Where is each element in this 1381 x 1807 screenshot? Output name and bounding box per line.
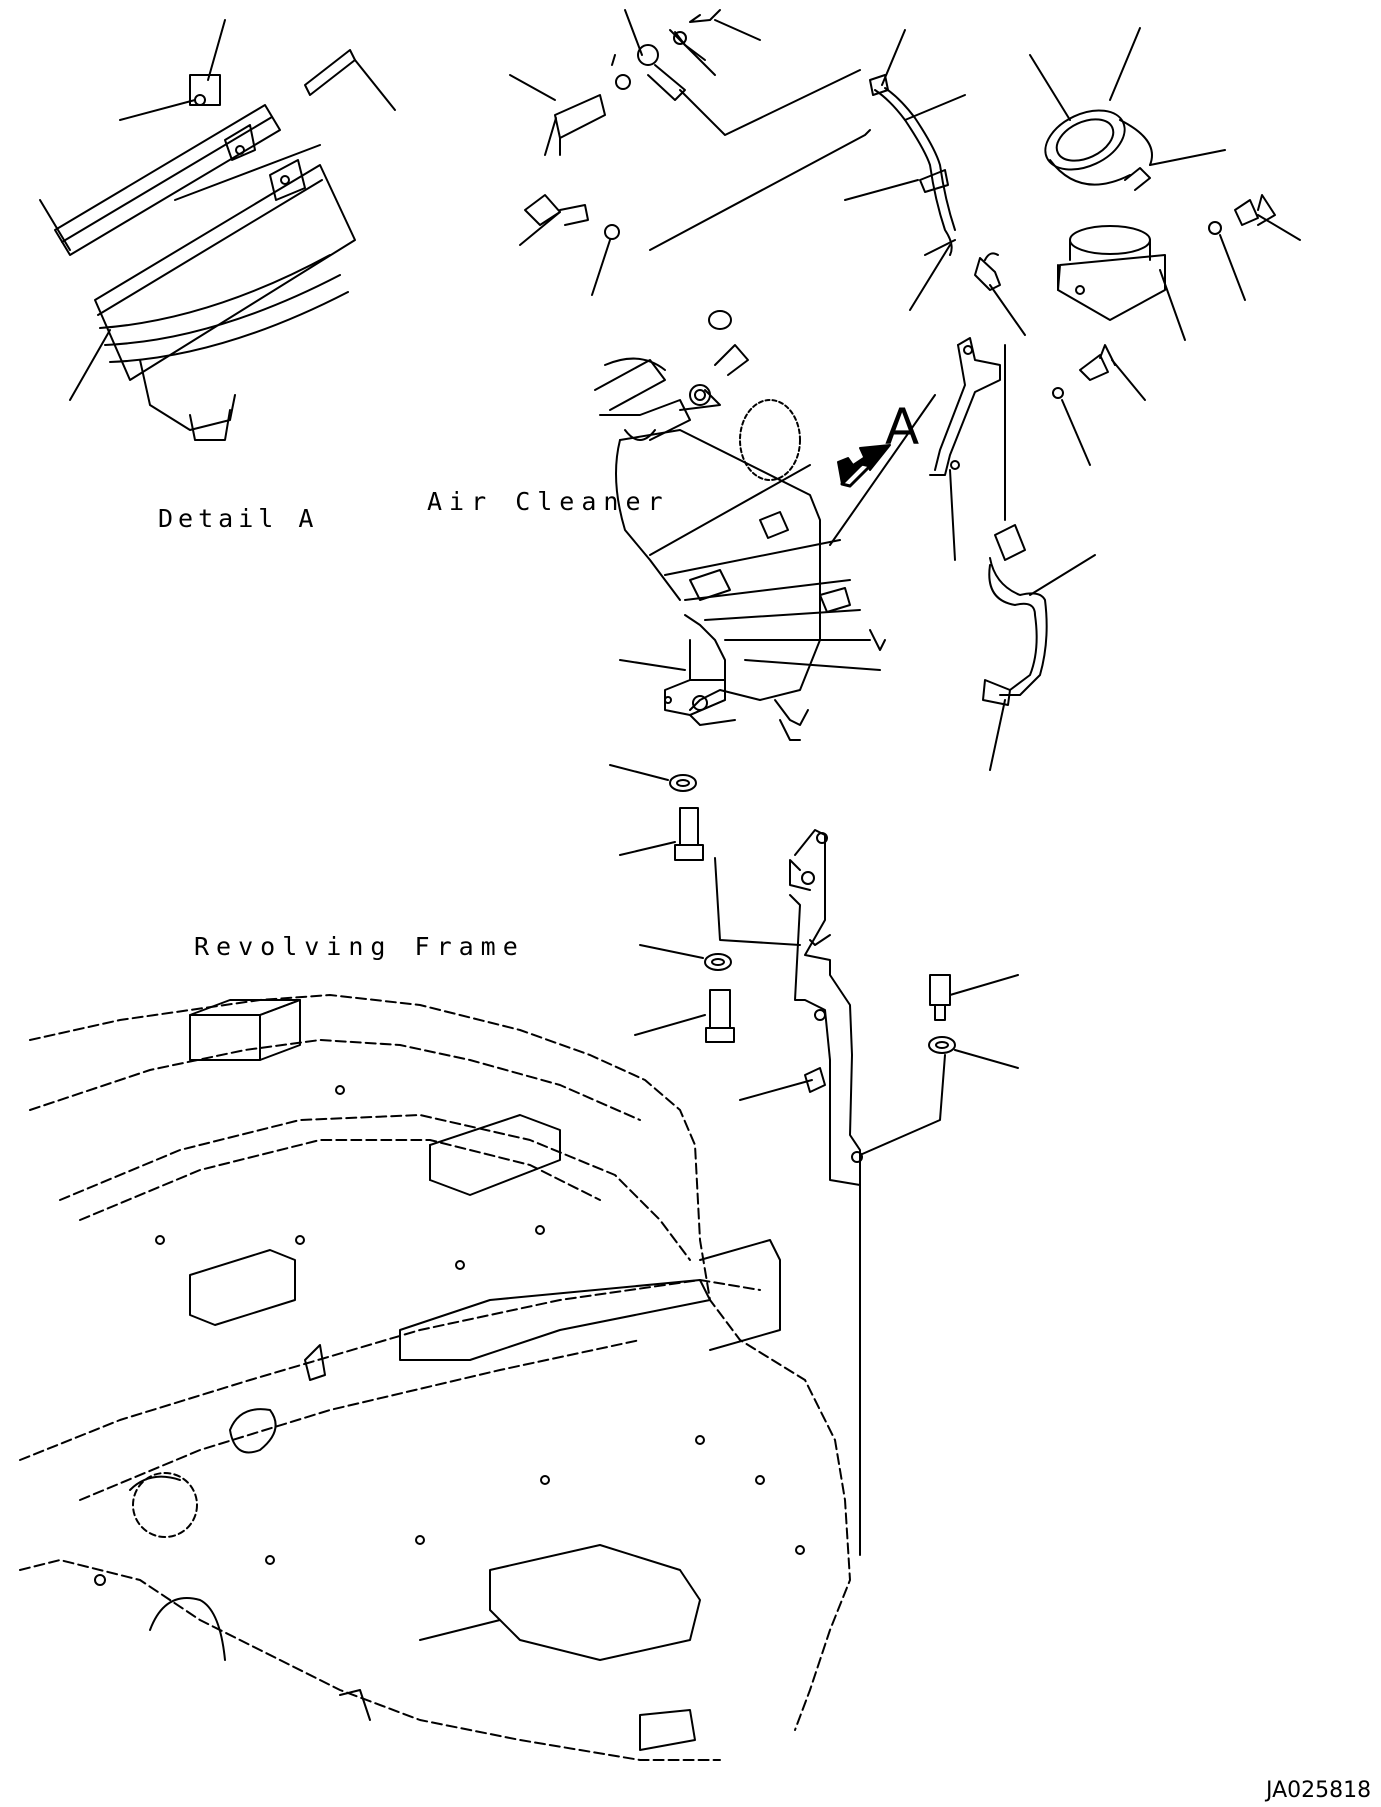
revolving-frame-solid <box>94 999 805 1751</box>
air-cleaner-label: Air Cleaner <box>427 487 670 516</box>
detail-a-label: Detail A <box>158 504 319 533</box>
view-marker-label: A <box>885 398 920 456</box>
revolving-frame <box>19 994 851 1761</box>
revolving-frame-label: Revolving Frame <box>194 932 525 961</box>
air-cleaner-assembly <box>509 9 1301 1556</box>
drawing-id-label: JA025818 <box>1266 1778 1372 1803</box>
detail-a-assembly <box>39 19 396 441</box>
view-arrow-a <box>837 444 891 488</box>
